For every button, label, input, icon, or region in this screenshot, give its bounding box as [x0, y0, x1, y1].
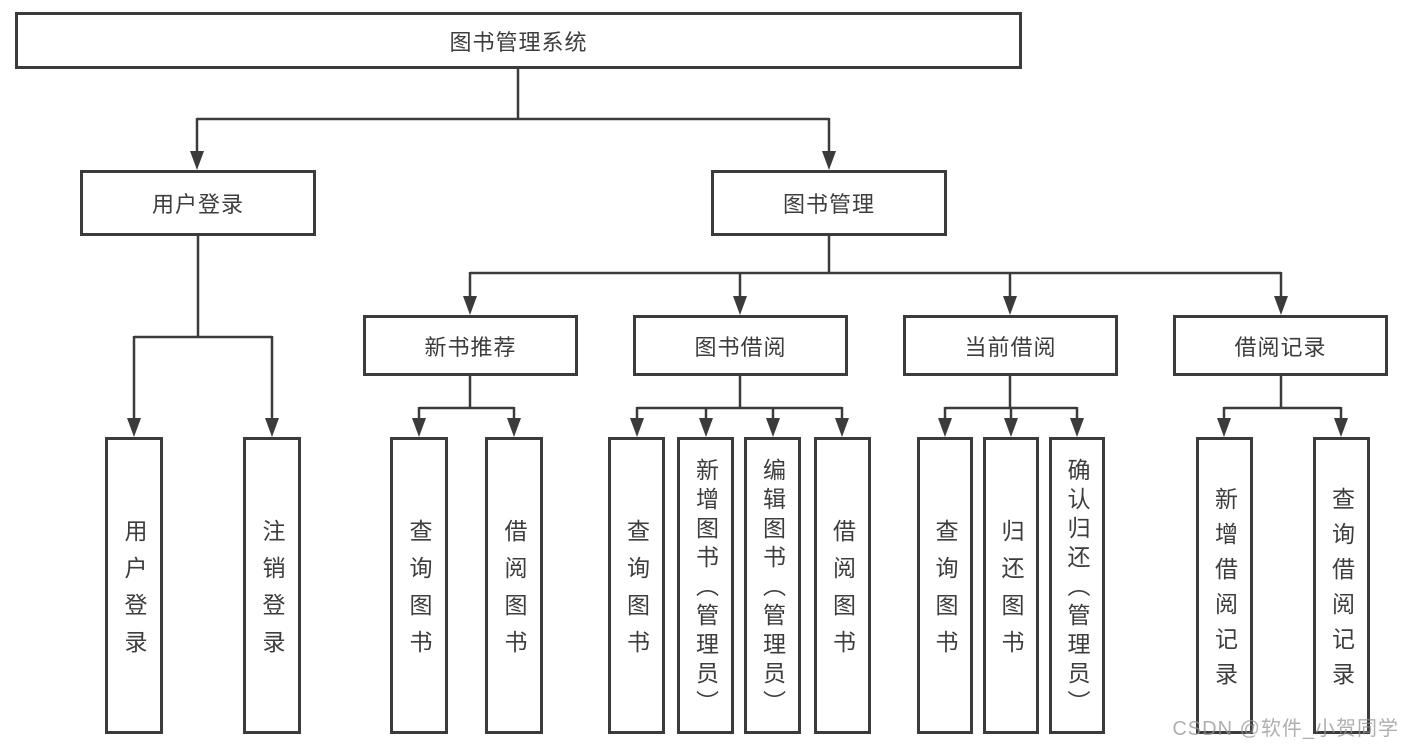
- leaf-label: 查询图书: [406, 518, 432, 667]
- leaf-query-books-current: 查询图书: [917, 437, 973, 734]
- node-label: 用户登录: [151, 192, 244, 217]
- node-root-system: 图书管理系统: [15, 12, 1022, 69]
- node-label: 新书推荐: [424, 334, 517, 360]
- node-label: 图书管理: [782, 192, 875, 217]
- leaf-label: 用户登录: [121, 518, 147, 667]
- watermark: CSDN @软件_小贺同学: [1172, 718, 1399, 740]
- leaf-add-borrow-record: 新增借阅记录: [1196, 437, 1253, 734]
- leaf-label: 查询图书: [932, 518, 958, 667]
- leaf-label: 借阅图书: [829, 518, 856, 667]
- leaf-borrow-books-recommend: 借阅图书: [485, 437, 543, 734]
- leaf-label: 编辑图书（管理员）: [759, 458, 786, 719]
- leaf-return-books: 归还图书: [983, 437, 1039, 734]
- node-borrow-records: 借阅记录: [1173, 315, 1388, 376]
- leaf-query-borrow-record: 查询借阅记录: [1313, 437, 1370, 734]
- node-book-management: 图书管理: [711, 170, 947, 236]
- leaf-add-books-admin: 新增图书（管理员）: [677, 437, 734, 734]
- node-label: 图书借阅: [694, 334, 787, 360]
- node-user-login: 用户登录: [80, 170, 316, 236]
- leaf-label: 新增借阅记录: [1211, 486, 1238, 697]
- leaf-query-books-recommend: 查询图书: [390, 437, 448, 734]
- node-new-book-recommend: 新书推荐: [363, 315, 578, 376]
- leaf-label: 查询图书: [623, 518, 650, 667]
- leaf-borrow-books: 借阅图书: [814, 437, 871, 734]
- leaf-edit-books-admin: 编辑图书（管理员）: [744, 437, 801, 734]
- leaf-label: 注销登录: [259, 518, 285, 667]
- leaf-label: 确认归还（管理员）: [1064, 458, 1090, 719]
- leaf-confirm-return-admin: 确认归还（管理员）: [1049, 437, 1105, 734]
- leaf-query-books-borrow: 查询图书: [608, 437, 665, 734]
- leaf-label: 查询借阅记录: [1328, 486, 1355, 697]
- node-label: 图书管理系统: [449, 29, 588, 55]
- leaf-logout: 注销登录: [243, 437, 301, 734]
- node-book-borrow: 图书借阅: [633, 315, 848, 376]
- leaf-label: 归还图书: [998, 518, 1024, 667]
- node-label: 借阅记录: [1234, 334, 1327, 360]
- node-label: 当前借阅: [964, 334, 1057, 360]
- leaf-label: 借阅图书: [501, 518, 527, 667]
- leaf-user-login: 用户登录: [105, 437, 163, 734]
- node-current-borrow: 当前借阅: [903, 315, 1118, 376]
- leaf-label: 新增图书（管理员）: [692, 458, 719, 719]
